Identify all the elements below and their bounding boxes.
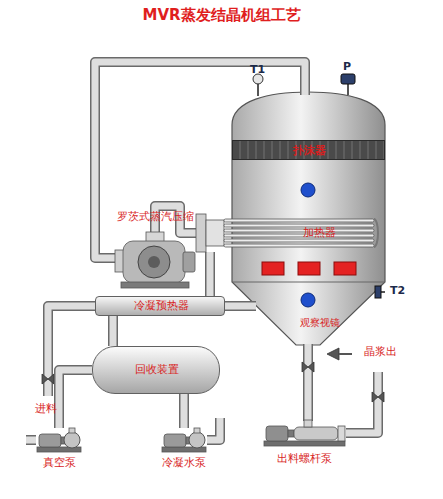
component-name: 出料螺杆泵 xyxy=(257,452,352,466)
pipe-connector xyxy=(210,252,211,296)
pipe-body xyxy=(181,394,188,428)
drive-shaft-housing xyxy=(183,252,195,272)
pump-shape xyxy=(35,428,83,452)
screw-barrel xyxy=(294,427,338,440)
pump-outlet xyxy=(69,428,75,433)
heat-tube xyxy=(224,234,374,237)
inlet-flange xyxy=(304,420,312,427)
pipe-outline xyxy=(179,394,189,428)
tank-node: 回收装置 xyxy=(92,346,220,394)
tube-node: 冷凝预热器 xyxy=(95,296,225,316)
part-label: T2 xyxy=(390,284,405,297)
pump-node: 真空泵 xyxy=(35,428,83,452)
component-name: 加热器 xyxy=(284,224,354,242)
preheat-pipe xyxy=(224,301,256,311)
heat-tube xyxy=(224,224,374,227)
outlet-flange xyxy=(338,426,345,441)
pump-motor xyxy=(266,426,288,441)
pump-motor xyxy=(164,434,186,447)
component-name: 回收装置 xyxy=(93,347,221,393)
pump-casing xyxy=(189,432,205,448)
rotor-hub xyxy=(148,256,160,268)
vacuum-out-pipe xyxy=(26,435,36,445)
compressor-shape xyxy=(115,232,195,288)
pump-motor xyxy=(39,434,61,447)
screw-shape xyxy=(262,420,347,446)
vacuum-out-pipe xyxy=(26,437,36,444)
heater-node: 加热器 xyxy=(196,214,382,252)
pipe-outlines xyxy=(26,62,378,440)
part-label: 进料 xyxy=(35,401,57,416)
pipe-body xyxy=(59,370,92,428)
pump-shape xyxy=(160,428,208,452)
pump-base xyxy=(264,441,345,446)
valve-symbol xyxy=(42,374,54,384)
gauge-stem xyxy=(347,84,349,95)
heat-tube xyxy=(224,219,374,222)
thermometer-symbol xyxy=(375,286,381,298)
pipe-body xyxy=(110,316,117,346)
pipe-connector xyxy=(184,394,185,428)
valve-symbol xyxy=(372,392,384,402)
heat-tube xyxy=(224,244,374,247)
tube-sheet-flange xyxy=(196,214,206,252)
condensate-out-pipe xyxy=(207,418,220,440)
heater-head xyxy=(206,220,224,246)
rotor-housing xyxy=(138,246,170,278)
outlet-pipe xyxy=(305,344,312,421)
part-label: 晶浆出 xyxy=(364,344,397,359)
pipe-outline xyxy=(108,316,118,346)
blower-casing xyxy=(123,241,185,283)
diagram-title: MVR蒸发结晶机组工艺 xyxy=(0,6,443,25)
pipe-connector xyxy=(59,370,92,428)
pipe-outline xyxy=(59,370,92,428)
sight-glass xyxy=(301,183,315,197)
condensate-out-pipe xyxy=(207,418,220,440)
screw-node: 出料螺杆泵 xyxy=(262,420,347,446)
pipe-connector xyxy=(113,316,114,346)
part-label: P xyxy=(343,60,351,73)
pump-outlet xyxy=(194,428,200,433)
heater-element xyxy=(298,262,320,275)
band-node: 扑沫器 xyxy=(232,140,385,160)
valve-stem xyxy=(339,353,352,355)
heater-element xyxy=(262,262,284,275)
heat-tube xyxy=(224,239,374,242)
component-name: 冷凝预热器 xyxy=(96,297,226,315)
component-name: 冷凝水泵 xyxy=(148,456,220,470)
heater-element xyxy=(334,262,356,275)
part-label: 观察视镜 xyxy=(300,316,340,330)
heat-tube xyxy=(224,229,374,232)
thermometer-symbol xyxy=(253,74,263,84)
heater-shape xyxy=(196,214,382,252)
valve-symbol xyxy=(302,362,314,372)
pump-node: 冷凝水泵 xyxy=(160,428,208,452)
pump-casing xyxy=(64,432,80,448)
preheat-pipe xyxy=(224,303,256,310)
component-name: 真空泵 xyxy=(23,456,95,470)
pipe-body xyxy=(207,252,214,296)
part-label: T1 xyxy=(250,63,265,76)
pressure-gauge-symbol xyxy=(341,74,355,84)
outlet-flange xyxy=(146,232,164,242)
valve-symbol xyxy=(327,348,339,360)
slurry-pipe xyxy=(346,372,378,433)
pipe-bodies xyxy=(26,62,378,440)
base-frame xyxy=(121,282,189,288)
pipe-outline xyxy=(205,252,215,296)
coupling xyxy=(288,430,294,437)
slurry-pipe xyxy=(346,372,378,433)
component-name: 扑沫器 xyxy=(233,141,386,161)
tube-bend xyxy=(374,219,378,247)
sight-glass xyxy=(301,293,315,307)
compressor-node: 罗茨式蒸汽压缩 xyxy=(115,232,195,288)
vessel-seam xyxy=(232,282,385,283)
outlet-pipe xyxy=(303,344,313,421)
